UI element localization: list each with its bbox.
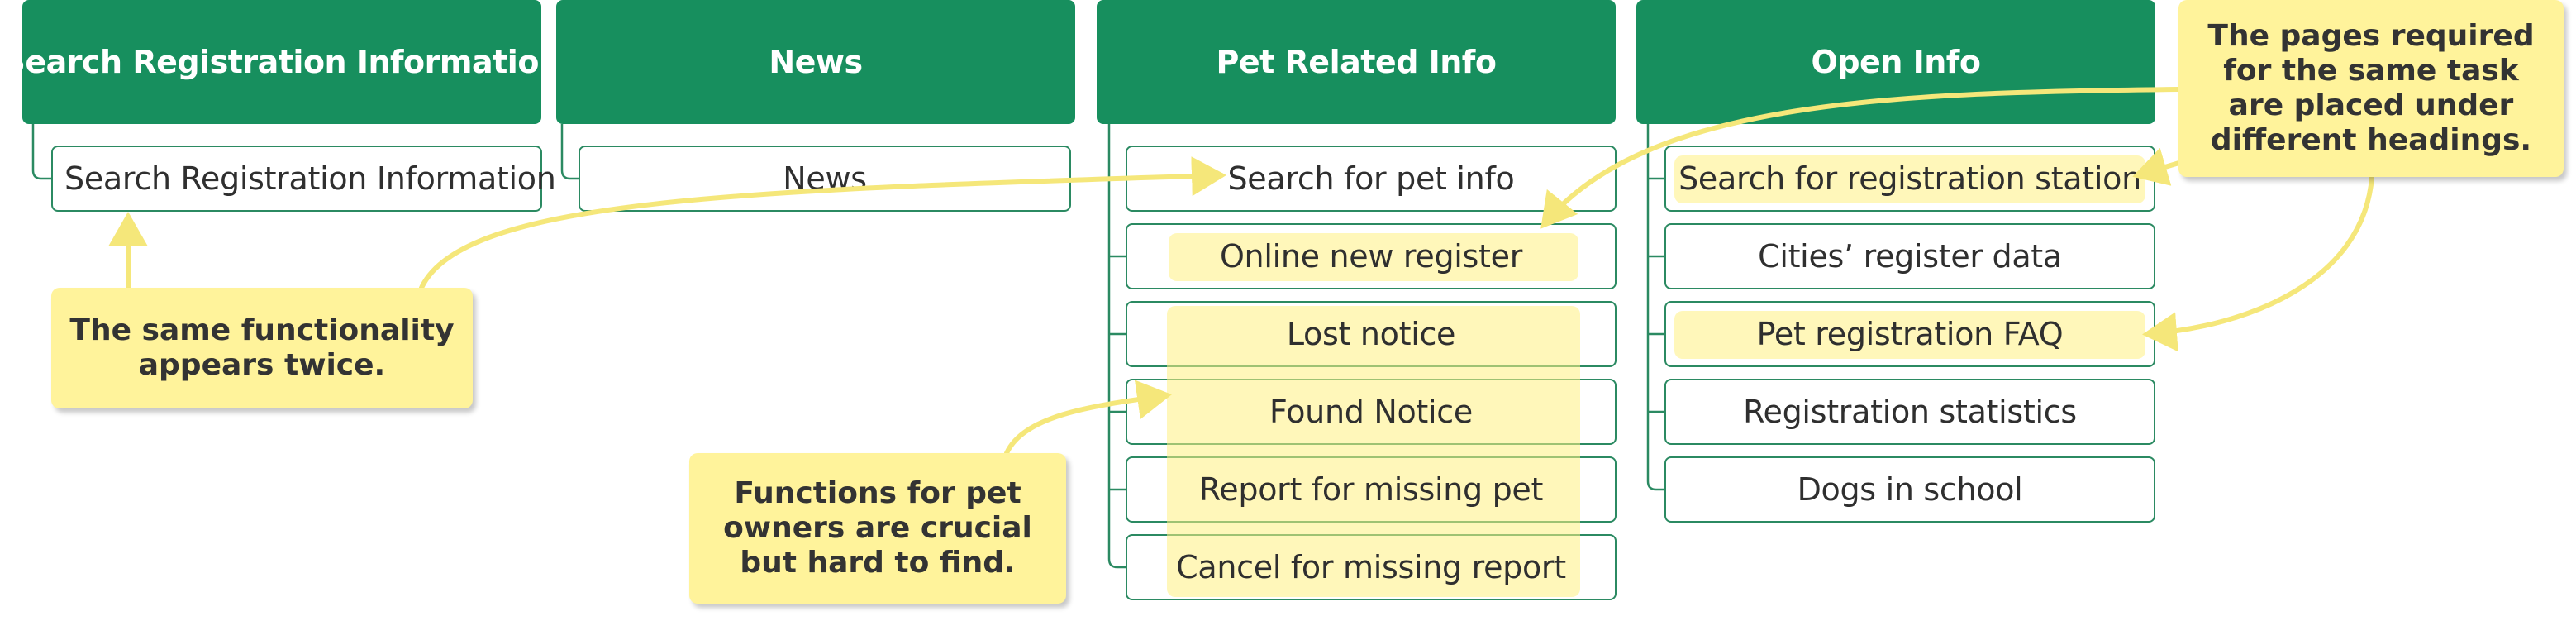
connector-col3 [1107, 124, 1126, 569]
callout-pet-owner-functions: Functions for pet owners are crucial but… [689, 453, 1066, 604]
menu-item-label: Found Notice [1269, 394, 1473, 430]
menu-item-search-for-registration-station[interactable]: Search for registration station [1664, 146, 2155, 212]
callout-different-headings: The pages required for the same task are… [2178, 0, 2564, 177]
menu-item-label: Cancel for missing report [1176, 549, 1566, 585]
header-label: Open Info [1811, 44, 1981, 80]
menu-item-label: Search for pet info [1227, 160, 1515, 197]
header-pet-related-info[interactable]: Pet Related Info [1097, 0, 1616, 124]
connector-col1 [31, 124, 51, 180]
menu-item-label: News [783, 160, 867, 197]
menu-item-label: Search Registration Information [64, 160, 556, 197]
header-search-registration[interactable]: Search Registration Information [3, 0, 561, 124]
header-label: Search Registration Information [2, 44, 562, 80]
connector-col2 [560, 124, 579, 180]
menu-item-label: Dogs in school [1797, 471, 2023, 508]
menu-item-label: Lost notice [1286, 316, 1456, 352]
highlight [1674, 311, 2145, 359]
callout-text: The pages required for the same task are… [2207, 19, 2535, 157]
callout-same-functionality: The same functionality appears twice. [51, 288, 473, 408]
connector-col4 [1646, 124, 1664, 491]
header-news[interactable]: News [556, 0, 1075, 124]
callout-text: The same functionality appears twice. [69, 313, 455, 382]
menu-item-label: Pet registration FAQ [1756, 316, 2064, 352]
menu-item-label: Registration statistics [1743, 394, 2077, 430]
menu-item-label: Report for missing pet [1198, 471, 1544, 508]
menu-item-registration-statistics[interactable]: Registration statistics [1664, 379, 2155, 445]
menu-item-label: Search for registration station [1678, 160, 2141, 197]
menu-item-cities-register-data[interactable]: Cities’ register data [1664, 223, 2155, 289]
menu-item-label: Online new register [1219, 238, 1523, 275]
callout-text: Functions for pet owners are crucial but… [723, 476, 1032, 580]
header-label: News [769, 44, 863, 80]
menu-item-pet-registration-faq[interactable]: Pet registration FAQ [1664, 301, 2155, 367]
menu-item-dogs-in-school[interactable]: Dogs in school [1664, 456, 2155, 523]
highlight-pet-owner-functions [1167, 306, 1580, 597]
header-label: Pet Related Info [1216, 44, 1497, 80]
menu-item-label: Cities’ register data [1758, 238, 2062, 275]
highlight [1169, 233, 1578, 281]
menu-item-online-new-register[interactable]: Online new register [1126, 223, 1617, 289]
